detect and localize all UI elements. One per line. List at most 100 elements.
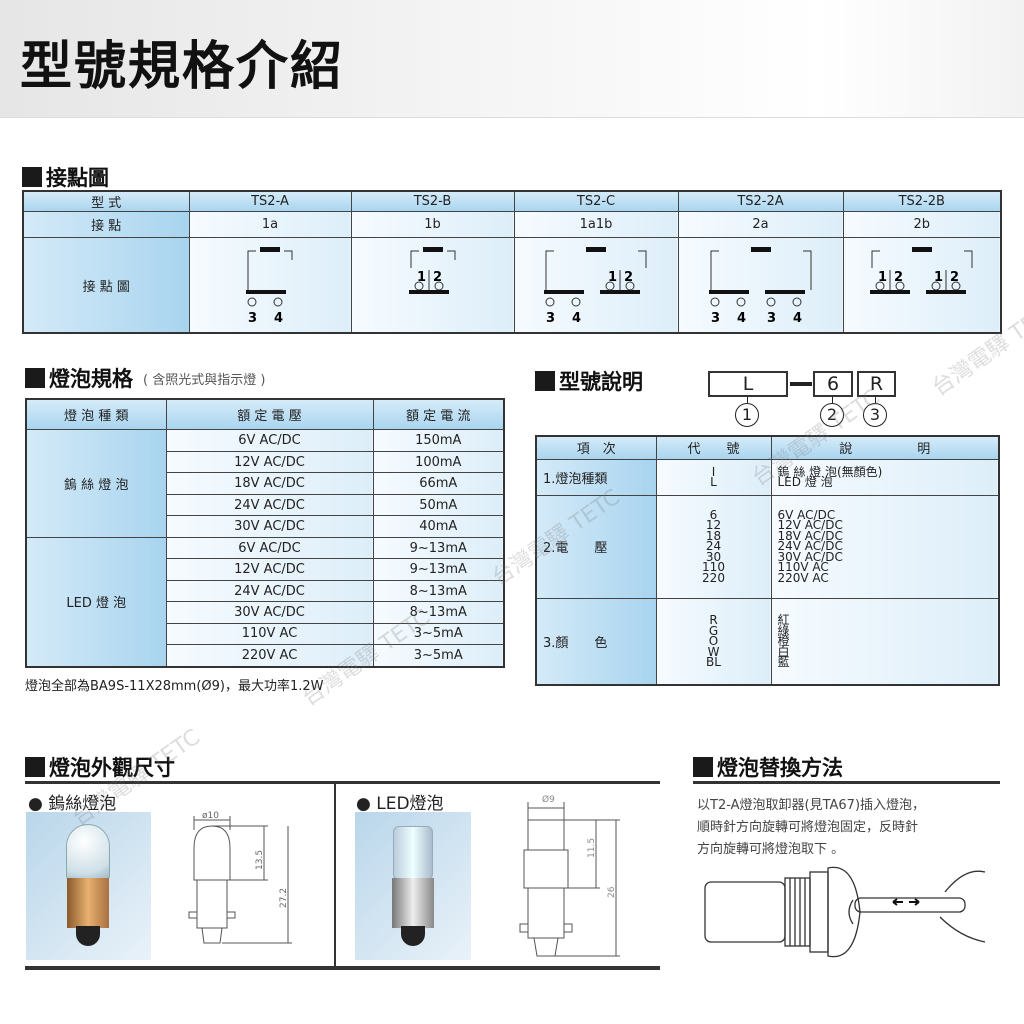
row-label-model: 型 式: [22, 190, 190, 212]
svg-text:2: 2: [433, 270, 442, 285]
square-bullet-icon: [22, 167, 42, 187]
voltage-cell: 220V AC: [165, 644, 374, 668]
desc-value: 30V AC/DC: [777, 549, 843, 564]
svg-text:4: 4: [793, 311, 802, 326]
code-value: I: [711, 464, 716, 479]
model-cell: TS2-B: [350, 190, 515, 212]
led-bulb-photo: [355, 812, 471, 960]
code-value: W: [707, 644, 720, 659]
desc-value: 綠: [777, 623, 790, 638]
desc-value: 12V AC/DC: [777, 518, 843, 533]
current-cell: 66mA: [372, 472, 505, 495]
tungsten-bulb-label: ● 鎢絲燈泡: [28, 794, 117, 814]
square-bullet-icon: [535, 371, 555, 391]
voltage-cell: 6V AC/DC: [165, 536, 374, 560]
col-header: 項 次: [535, 435, 657, 460]
contact-cell: 1a: [188, 211, 352, 238]
desc-value: 18V AC/DC: [777, 528, 843, 543]
svg-text:3: 3: [248, 311, 257, 326]
svg-text:4: 4: [572, 311, 581, 326]
model-cell: TS2-A: [188, 190, 352, 212]
desc-value: LED 燈 泡: [777, 475, 833, 489]
square-bullet-icon: [25, 757, 45, 777]
code-value: G: [708, 623, 719, 638]
contact-cell: 1b: [350, 211, 515, 238]
svg-text:1: 1: [608, 270, 617, 285]
code-value: R: [709, 613, 718, 627]
svg-text:3: 3: [546, 311, 555, 326]
item-cell: 1.燈泡種類: [535, 458, 657, 496]
current-cell: 50mA: [372, 493, 505, 517]
replacement-section-title: 燈泡替換方法: [693, 752, 843, 782]
svg-text:1: 1: [934, 270, 943, 285]
item-cell: 2.電 壓: [535, 494, 657, 599]
section-title-text: 接點圖: [46, 166, 109, 190]
code-value: O: [708, 634, 719, 648]
section-title-text: 型號說明: [559, 370, 643, 394]
tungsten-dim-b: 27.2: [279, 888, 289, 908]
section-subtitle: ( 含照光式與指示燈 ): [143, 372, 266, 388]
code-value: L: [710, 475, 717, 489]
code-value: 220: [702, 570, 725, 585]
desc-value: 藍: [777, 655, 790, 669]
desc-value: 24V AC/DC: [777, 539, 843, 554]
code-value: 18: [705, 528, 722, 543]
current-cell: 3~5mA: [372, 622, 505, 646]
tungsten-bulb-photo: [26, 812, 151, 960]
replacement-instructions: 以T2-A燈泡取卸器(見TA67)插入燈泡， 順時針方向旋轉可將燈泡固定，反時針…: [697, 795, 925, 861]
desc-value: 橙: [777, 634, 790, 648]
desc-value: 110V AC: [777, 560, 829, 575]
col-header: 說 明: [770, 435, 1000, 460]
desc-value: 6V AC/DC: [777, 507, 836, 522]
svg-text:1: 1: [417, 270, 426, 285]
code-value: 12: [705, 518, 722, 533]
voltage-cell: 6V AC/DC: [165, 429, 374, 452]
marker-2: 2: [820, 403, 844, 427]
model-cell: TS2-2A: [677, 190, 844, 212]
row-label-diagram: 接 點 圖: [22, 237, 190, 334]
model-cell: TS2-C: [513, 190, 679, 212]
marker-1: 1: [735, 403, 759, 427]
col-header: 燈 泡 種 類: [25, 398, 167, 431]
current-cell: 3~5mA: [372, 644, 505, 668]
current-cell: 100mA: [372, 450, 505, 474]
tungsten-diameter-label: ø10: [202, 811, 219, 821]
svg-text:2: 2: [950, 270, 959, 285]
current-cell: 8~13mA: [372, 601, 505, 624]
svg-text:2: 2: [894, 270, 903, 285]
arrows-icon: [892, 898, 920, 906]
current-cell: 150mA: [372, 429, 505, 452]
bulb-type-cell: 鎢 絲 燈 泡: [25, 429, 167, 538]
section-title-text: 燈泡規格: [49, 367, 133, 391]
voltage-cell: 12V AC/DC: [165, 558, 374, 581]
desc-value: 白: [777, 644, 790, 659]
voltage-cell: 24V AC/DC: [165, 579, 374, 603]
svg-text:3: 3: [711, 311, 720, 326]
current-cell: 40mA: [372, 515, 505, 538]
voltage-cell: 18V AC/DC: [165, 472, 374, 495]
bulb-spec-note: 燈泡全部為BA9S-11X28mm(Ø9)，最大功率1.2W: [25, 679, 324, 694]
desc-value: 220V AC: [777, 570, 829, 585]
led-dim-b: 26: [607, 886, 617, 898]
col-header: 代 號: [655, 435, 772, 460]
led-dim-a: 11.5: [587, 838, 597, 858]
page-title: 型號規格介紹: [20, 37, 345, 97]
